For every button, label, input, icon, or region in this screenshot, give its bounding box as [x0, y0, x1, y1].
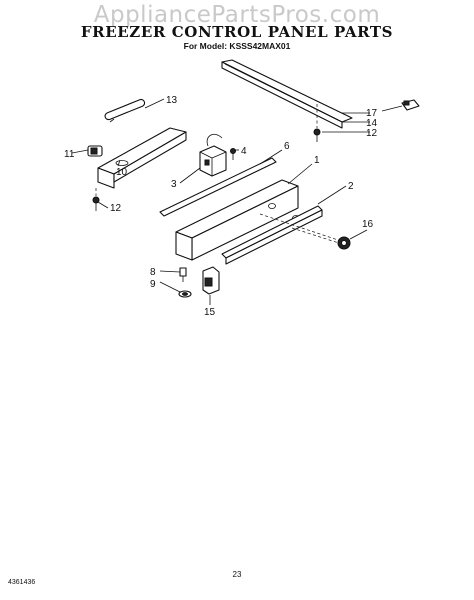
part-12-screw-left — [92, 196, 100, 211]
leader-lines — [71, 98, 403, 305]
document-number: 4361436 — [8, 579, 36, 586]
part-16-knob — [337, 236, 351, 250]
callout-11: 11 — [64, 149, 75, 160]
part-3-switch — [199, 133, 227, 177]
model-subtitle: For Model: KSSS42MAX01 — [183, 41, 291, 51]
callout-2: 2 — [348, 181, 354, 192]
callout-10: 10 — [116, 167, 128, 178]
part-6-strip — [159, 157, 277, 217]
part-14-rail — [221, 59, 353, 129]
watermark: AppliancePartsPros.com — [93, 2, 381, 28]
part-1-panel-housing — [175, 179, 300, 261]
part-17-clip — [401, 99, 420, 111]
callout-16: 16 — [362, 219, 374, 230]
callout-14: 14 — [366, 118, 378, 129]
callout-12-left: 12 — [110, 203, 122, 214]
callout-15: 15 — [204, 307, 216, 318]
callout-13: 13 — [166, 95, 178, 106]
part-15-clip — [202, 266, 220, 295]
part-10-bracket — [97, 127, 187, 189]
page-number: 23 — [232, 570, 242, 579]
callout-9: 9 — [150, 279, 156, 290]
part-11-connector — [87, 145, 103, 157]
part-8-screw — [179, 267, 187, 282]
callout-17: 17 — [366, 108, 378, 119]
callout-1: 1 — [314, 155, 320, 166]
callout-12-right: 12 — [366, 128, 378, 139]
callout-6: 6 — [284, 141, 290, 152]
part-4-screw — [230, 148, 236, 160]
callout-3: 3 — [171, 179, 177, 190]
diagram-title: FREEZER CONTROL PANEL PARTS — [80, 23, 394, 41]
part-12-screw-right — [313, 128, 321, 142]
callout-4: 4 — [241, 146, 247, 157]
part-2-faceplate — [221, 205, 323, 265]
part-9-nut — [178, 290, 192, 298]
callout-8: 8 — [150, 267, 156, 278]
part-13-tube — [104, 98, 146, 123]
